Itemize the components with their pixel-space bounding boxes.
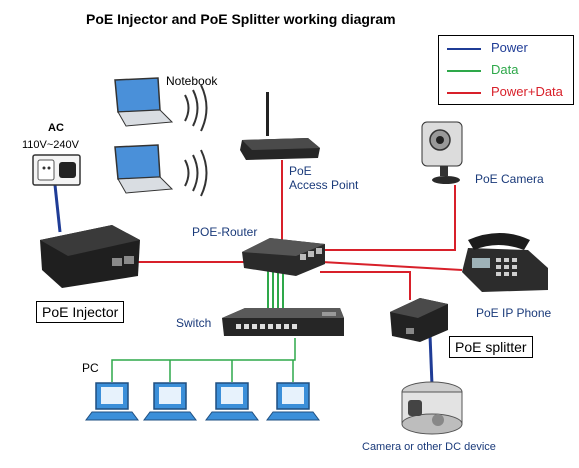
legend-item-power: Power [447,38,569,58]
switch-label: Switch [176,316,212,330]
legend-label-power-data: Power+Data [491,84,563,99]
pc-icon-2 [143,382,197,421]
access-point-label: PoE Access Point [289,164,358,192]
poe-line-router-camera [320,185,456,251]
legend-item-data: Data [447,60,569,80]
legend: Power Data Power+Data [438,35,574,105]
pc-label: PC [82,361,99,375]
notebook-icon-1 [114,77,174,127]
pc-icon-3 [205,382,259,421]
notebook-label: Notebook [166,74,218,88]
diagram-title: PoE Injector and PoE Splitter working di… [86,11,396,27]
poe-injector-label: PoE Injector [36,301,125,323]
ac-label: AC [48,122,64,134]
poe-router-icon [242,238,325,276]
poe-router-label: POE-Router [192,225,258,239]
poe-splitter-icon [390,298,448,342]
data-line-switch-pcs [111,338,296,382]
poe-ip-phone-label: PoE IP Phone [476,306,552,320]
legend-swatch-data [447,70,481,72]
poe-line-router-splitter [320,271,411,300]
voltage-label: 110V~240V [22,139,79,151]
access-point-icon [240,92,320,160]
power-line-splitter-camera [428,334,434,386]
access-point-label-line2: Access Point [289,178,359,192]
legend-item-power-data: Power+Data [447,82,569,102]
legend-swatch-power [447,48,481,50]
poe-line-router-phone [321,261,463,271]
pc-icon-1 [85,382,139,421]
wifi-waves-icon-1 [184,84,208,132]
poe-camera-icon [421,121,463,184]
dc-camera-icon [401,381,463,435]
access-point-label-line1: PoE [289,164,312,178]
notebook-icon-2 [114,144,174,194]
poe-splitter-label: PoE splitter [449,336,533,358]
legend-label-data: Data [491,62,519,77]
wifi-waves-icon-2 [184,149,208,197]
ac-outlet-icon [32,154,81,186]
legend-label-power: Power [491,40,528,55]
dc-device-label: Camera or other DC device [362,441,496,453]
legend-swatch-power-data [447,92,481,94]
poe-camera-label: PoE Camera [475,172,544,186]
power-line-outlet-injector [53,184,62,233]
poe-injector-icon [40,225,140,288]
ip-phone-icon [462,233,548,292]
pc-icon-4 [266,382,320,421]
switch-icon [222,308,344,336]
